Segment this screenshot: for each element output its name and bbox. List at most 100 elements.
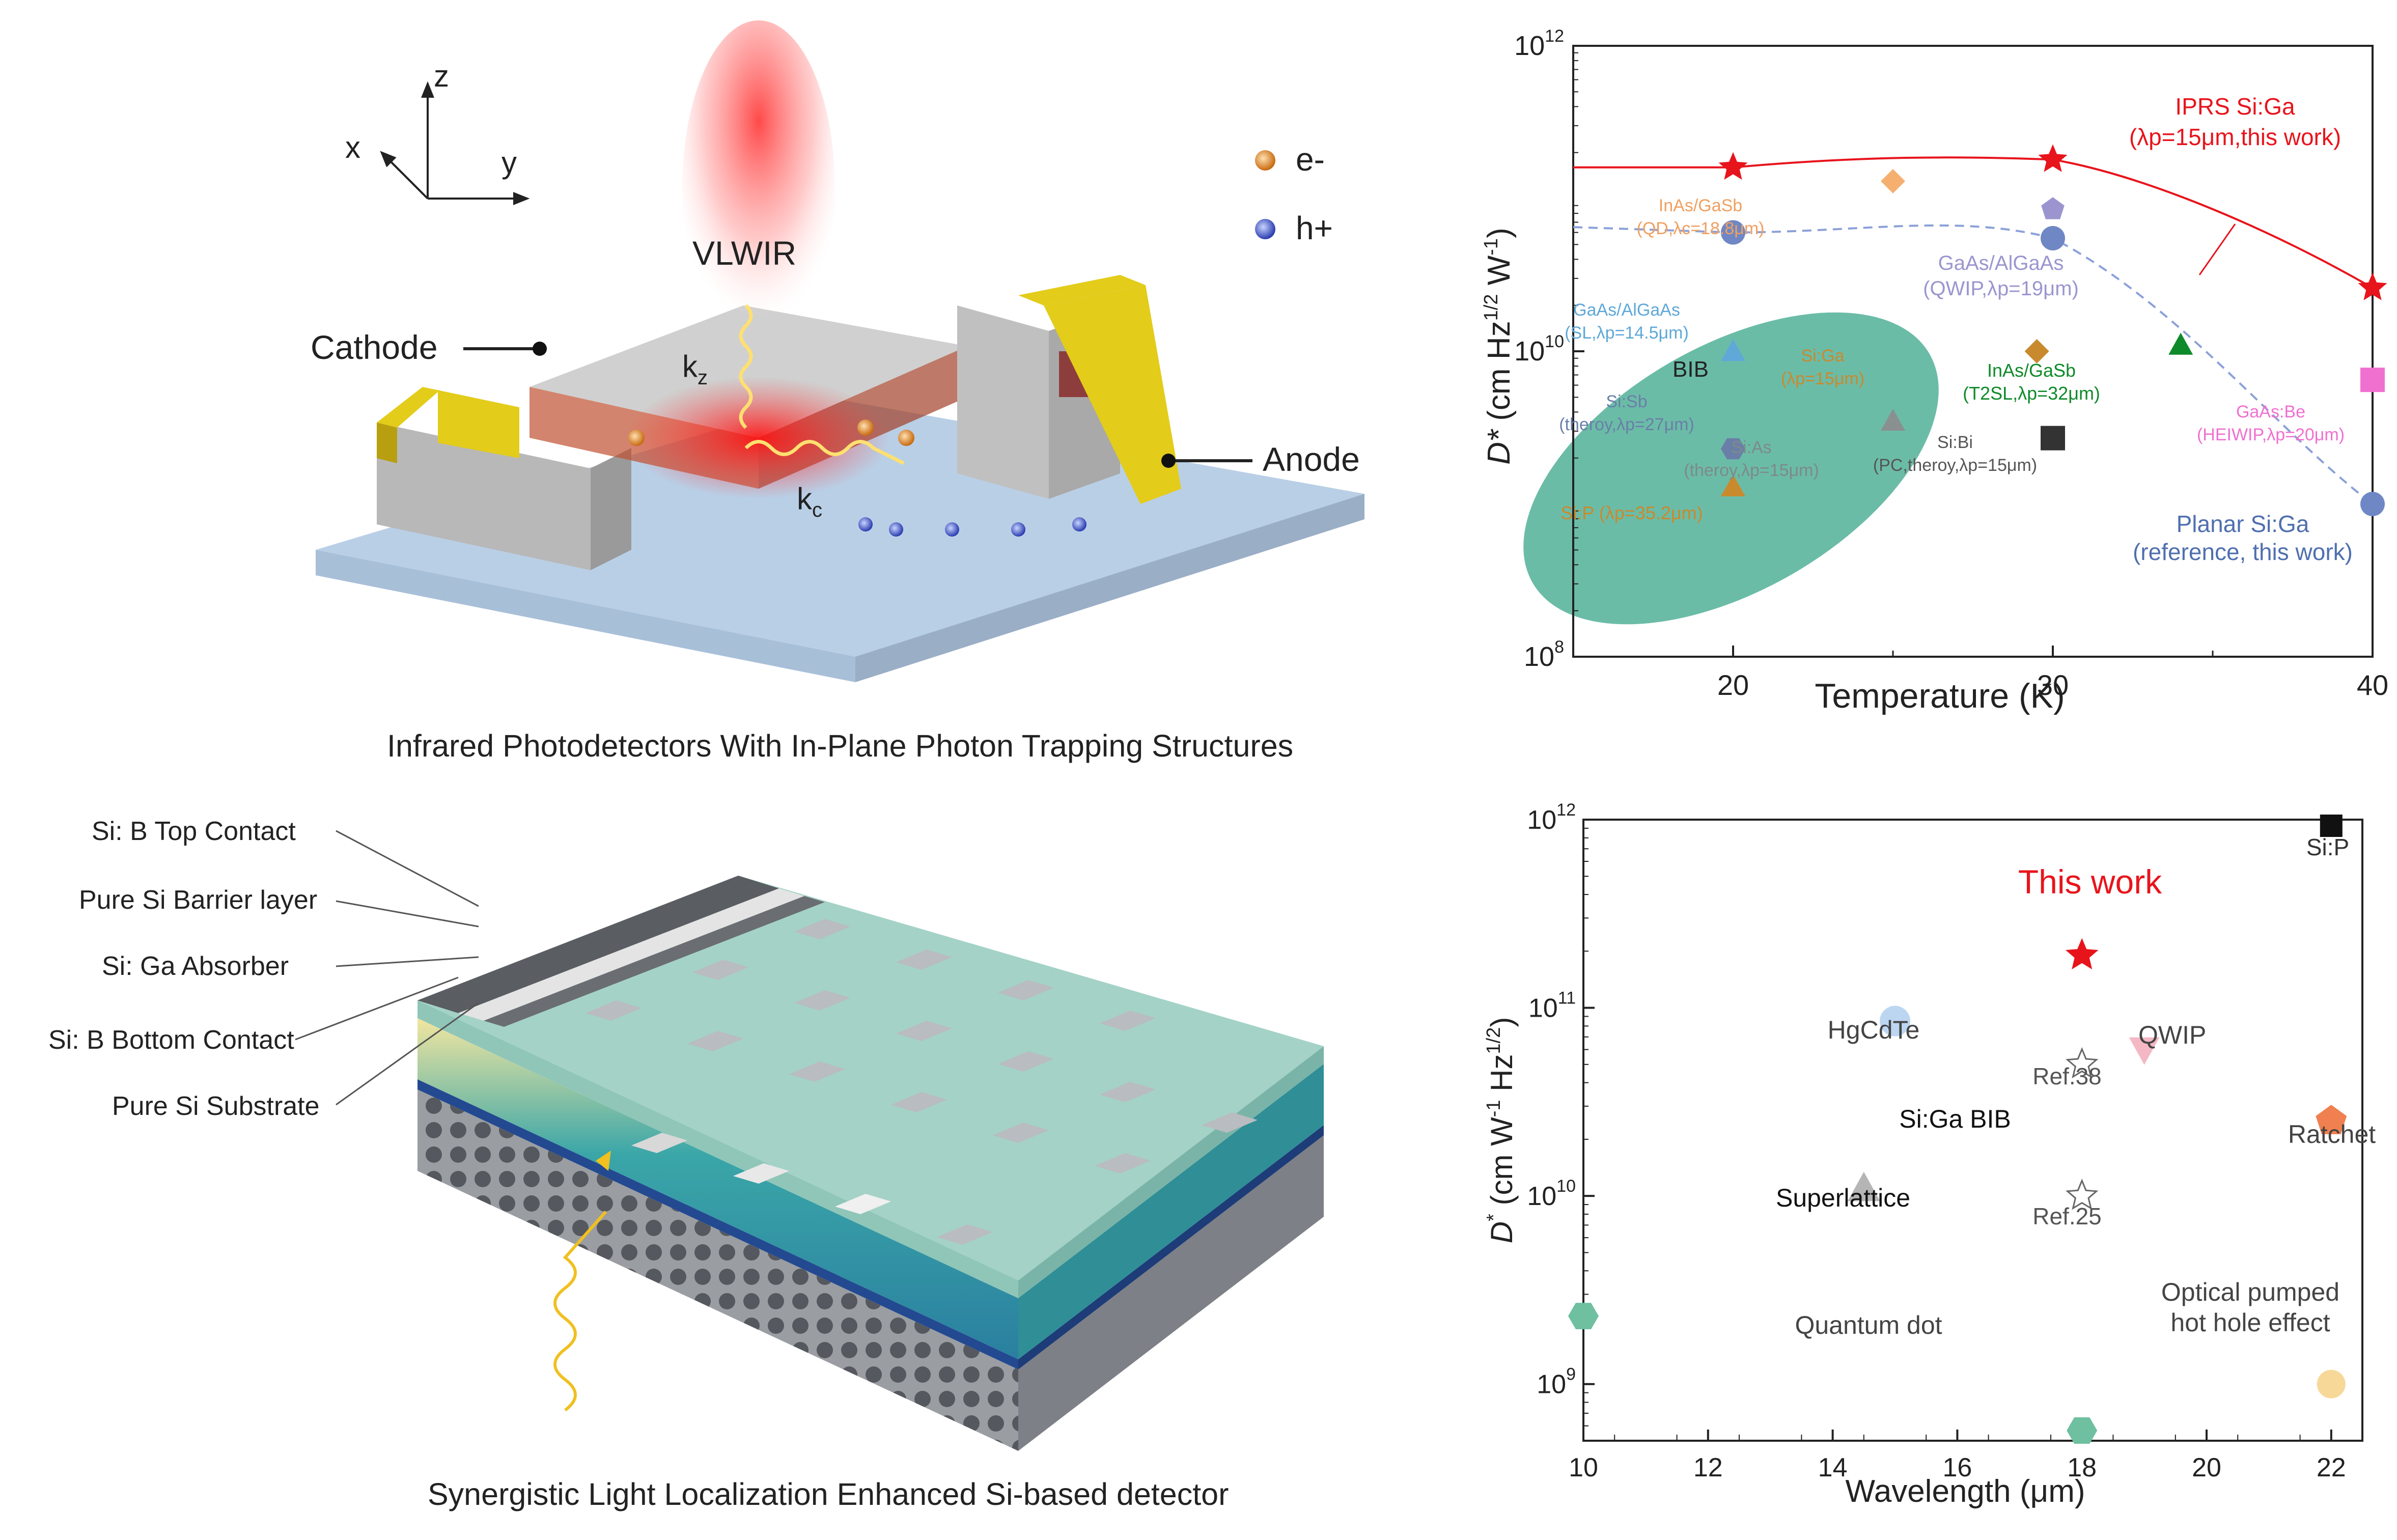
cathode-contact <box>377 387 438 428</box>
x-axis-title-2: Wavelength (μm) <box>1846 1474 2085 1509</box>
hole-legend-label: h+ <box>1296 210 1333 246</box>
bottom-contact-layer <box>417 1079 1018 1369</box>
point-quantum-dot <box>1568 1303 1599 1329</box>
planar-point <box>1721 220 1745 245</box>
literature-point <box>1881 408 1905 431</box>
top-contact-strip <box>417 876 779 1013</box>
point-hgcdte <box>1880 1005 1910 1037</box>
x-tick-label: 14 <box>1818 1453 1848 1482</box>
ann-sip: Si:P (λp=35.2μm) <box>1560 502 1703 523</box>
plot-frame-2 <box>1582 819 2363 1442</box>
iprs-point <box>1718 152 1748 180</box>
kc-wave <box>744 440 905 465</box>
lbl-quantum-dot: Quantum dot <box>1795 1311 1942 1339</box>
lbl-superlattice: Superlattice <box>1776 1184 1910 1212</box>
point-ref-25 <box>2065 1179 2099 1210</box>
y-tick-label: 1010 <box>1514 332 1564 367</box>
ann-gaasbe: GaAs:Be(HEIWIP,λp=20μm) <box>2197 402 2345 444</box>
literature-point <box>1721 438 1745 460</box>
lbl-hgcdte: HgCdTe <box>1828 1016 1920 1044</box>
kz-wave <box>739 304 753 429</box>
literature-point <box>1881 169 1905 193</box>
x-tick-label: 30 <box>2037 669 2069 701</box>
x-tick-label: 20 <box>1717 669 1749 701</box>
axis-z-label: z <box>434 59 449 93</box>
kc-label: kc <box>797 482 822 521</box>
y-tick-label: 1012 <box>1514 26 1564 61</box>
layer-substrate-label: Pure Si Substrate <box>112 1091 320 1121</box>
planar-point <box>2360 492 2385 516</box>
layer-bottom-contact-label: Si: B Bottom Contact <box>48 1025 294 1055</box>
lbl-ref25: Ref.25 <box>2032 1203 2102 1229</box>
si-detector-illustration: Si: B Top Contact Pure Si Barrier layer … <box>31 817 1405 1461</box>
coordinate-axes <box>380 81 530 205</box>
x-tick-label: 10 <box>1569 1453 1598 1482</box>
literature-point <box>2168 332 2193 355</box>
layer-barrier-label: Pure Si Barrier layer <box>79 885 317 915</box>
y-tick-label: 1012 <box>1527 800 1576 835</box>
substrate-front <box>316 550 855 682</box>
anode-contact <box>1018 275 1146 305</box>
absorber-layer <box>417 1018 1018 1359</box>
trapping-grid <box>529 305 967 438</box>
ann-inas-t2sl: InAs/GaSb(T2SL,λp=32μm) <box>1963 360 2100 404</box>
x-axis-title: Temperature (K) <box>1815 677 2065 715</box>
point-ratchet <box>2316 1105 2347 1134</box>
left-block <box>377 423 591 570</box>
point-optical-pumped-hot-hole-effect <box>2317 1369 2346 1398</box>
iprs-device-svg: z y x e- h+ VLWIR kz kc Cathode Anode <box>311 20 1364 682</box>
literature-point <box>2041 197 2065 219</box>
literature-point <box>1721 474 1745 497</box>
x-tick-label: 18 <box>2067 1453 2097 1482</box>
x-tick-label: 22 <box>2317 1453 2346 1482</box>
lbl-ref38: Ref.38 <box>2032 1063 2102 1089</box>
x-tick-label: 20 <box>2192 1453 2221 1482</box>
y-axis-title-2: D* (cm W-1 Hz1/2) <box>1483 1017 1519 1244</box>
point-this-work <box>2065 938 2099 970</box>
literature-point <box>2041 426 2065 451</box>
lbl-this-work: This work <box>2018 863 2162 901</box>
point-ref-38 <box>2065 1047 2099 1079</box>
y-axis-title: D* (cm Hz1/2 W-1) <box>1481 228 1517 464</box>
substrate-side <box>855 494 1364 682</box>
x-tick-label: 16 <box>1942 1453 1972 1482</box>
ann-sisb: Si:Sb(theroy,λp=27μm) <box>1559 392 1694 434</box>
kz-label: kz <box>682 349 708 389</box>
literature-point <box>2024 339 2049 363</box>
point-si-p <box>2320 815 2343 837</box>
point-superlattice <box>1847 1171 1880 1201</box>
iprs-point <box>2358 272 2387 300</box>
bib-ellipse <box>1523 312 1939 625</box>
ann-gaas-sl: GaAs/AlGaAs(SL,λp=14.5μm) <box>1565 300 1689 343</box>
layer-absorber-label: Si: Ga Absorber <box>102 951 289 981</box>
bib-label: BIB <box>1673 357 1709 382</box>
x-tick-label: 12 <box>1693 1453 1723 1482</box>
top-plate <box>417 876 1324 1280</box>
top-left-caption: Infrared Photodetectors With In-Plane Ph… <box>387 729 1294 763</box>
ann-sibi: Si:Bi(PC,theroy,λp=15μm) <box>1873 433 2037 475</box>
si-substrate <box>417 1089 1018 1451</box>
axis-x-label: x <box>345 130 360 164</box>
axis-y-label: y <box>501 146 517 180</box>
ann-siga: Si:Ga(λp=15μm) <box>1781 346 1864 388</box>
y-tick-label: 109 <box>1537 1365 1576 1399</box>
lbl-ratchet: Ratchet <box>2288 1120 2376 1149</box>
cathode-label: Cathode <box>311 328 438 366</box>
electron-legend-icon <box>1255 150 1275 171</box>
ann-iprs: IPRS Si:Ga(λp=15μm,this work) <box>2129 93 2341 150</box>
layer-top-contact-label: Si: B Top Contact <box>92 817 296 846</box>
y-tick-label: 1010 <box>1527 1177 1576 1211</box>
point-si-ga-bib <box>2067 1417 2098 1444</box>
trapped-light-glow <box>626 377 891 499</box>
point-qwip <box>2129 1037 2160 1065</box>
vlwir-beam <box>682 20 835 356</box>
lbl-qwip: QWIP <box>2138 1021 2206 1049</box>
anode-label: Anode <box>1263 440 1360 478</box>
literature-point <box>1721 339 1745 361</box>
ann-gaas-qwip: GaAs/AlGaAs(QWIP,λp=19μm) <box>1923 252 2079 300</box>
